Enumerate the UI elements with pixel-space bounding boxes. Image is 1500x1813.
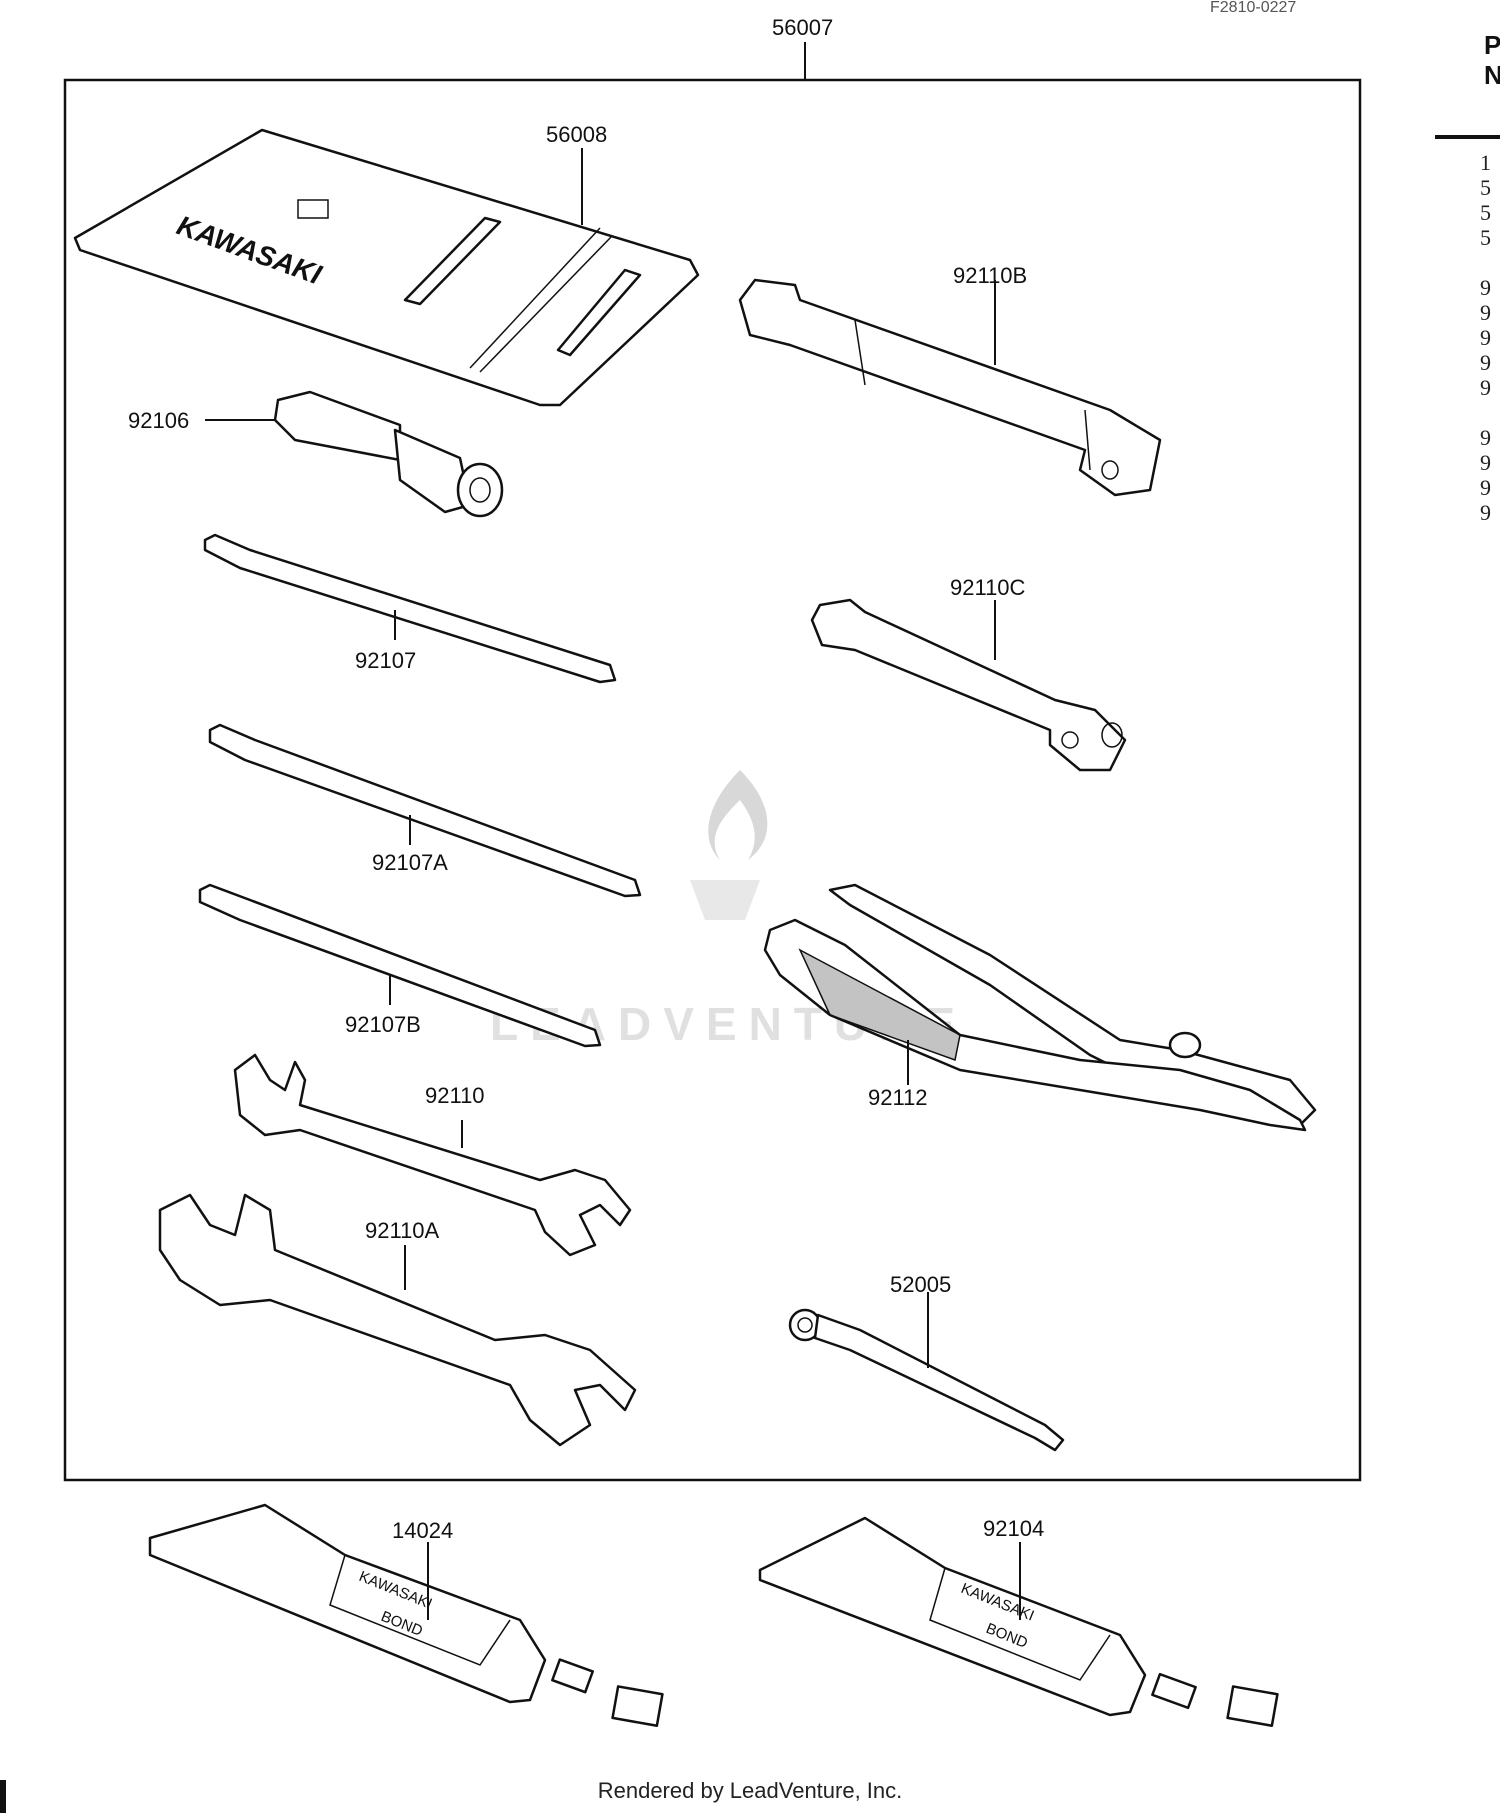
callout-screwdriver-1: 92107 xyxy=(355,648,416,673)
callout-pliers: 92112 xyxy=(868,1085,928,1110)
callout-box-wrench-long: 92110B xyxy=(953,263,1027,288)
side-row: 9 xyxy=(1480,350,1491,375)
callout-wrench-small: 92110 xyxy=(425,1083,485,1108)
callout-screwdriver-2: 92107A xyxy=(372,850,448,875)
side-row: 9 xyxy=(1480,325,1491,350)
tool-set-frame xyxy=(63,78,1362,1482)
side-row: 5 xyxy=(1480,225,1491,250)
footer-credit: Rendered by LeadVenture, Inc. xyxy=(597,1778,903,1803)
box-wrench-long xyxy=(738,278,1162,497)
callout-bond-tube-1: 14024 xyxy=(392,1518,453,1543)
side-row xyxy=(1480,400,1500,425)
wrench-large xyxy=(158,1193,637,1447)
wrench-small xyxy=(233,1053,632,1257)
diagram-code: F2810-0227 xyxy=(1210,0,1296,16)
side-row: 9 xyxy=(1480,500,1491,525)
side-row: 9 xyxy=(1480,375,1491,400)
callout-bond-tube-2: 92104 xyxy=(983,1516,1044,1541)
side-row xyxy=(1480,250,1500,275)
driver-handle xyxy=(273,390,504,518)
side-panel-column: 1 5 5 5 9 9 9 9 9 9 9 9 9 xyxy=(1480,150,1500,525)
side-row: 9 xyxy=(1480,275,1491,300)
side-row: 9 xyxy=(1480,475,1491,500)
callout-tool-set: 56007 xyxy=(772,15,833,40)
side-panel-header-line-1: P xyxy=(1484,30,1500,60)
screwdriver-92107A xyxy=(208,723,642,898)
side-panel-rule xyxy=(1435,135,1500,139)
side-row: 9 xyxy=(1480,425,1491,450)
callout-tool-bag: 56008 xyxy=(546,122,607,147)
box-wrench-short xyxy=(810,598,1127,772)
tool-bag: KAWASAKI xyxy=(73,128,700,407)
callout-driver-handle: 92106 xyxy=(128,408,189,433)
gauge xyxy=(788,1308,1065,1452)
callout-box-wrench-short: 92110C xyxy=(950,575,1026,600)
bond-tube-1: KAWASAKI BOND xyxy=(148,1503,664,1728)
page-edge-mark xyxy=(0,1780,6,1813)
side-row: 1 xyxy=(1480,150,1491,175)
callout-screwdriver-3: 92107B xyxy=(345,1012,421,1037)
screwdriver-92107 xyxy=(203,533,617,684)
side-panel-header: P N xyxy=(1484,30,1500,90)
bond-tube-2: KAWASAKI BOND xyxy=(758,1516,1279,1728)
screwdriver-92107B xyxy=(198,883,602,1048)
pliers xyxy=(763,883,1317,1132)
side-row: 9 xyxy=(1480,450,1491,475)
side-row: 5 xyxy=(1480,200,1491,225)
side-row: 9 xyxy=(1480,300,1491,325)
side-panel-header-line-2: N xyxy=(1484,60,1500,90)
callout-gauge: 52005 xyxy=(890,1272,951,1297)
callout-wrench-large: 92110A xyxy=(365,1218,440,1243)
side-row: 5 xyxy=(1480,175,1491,200)
